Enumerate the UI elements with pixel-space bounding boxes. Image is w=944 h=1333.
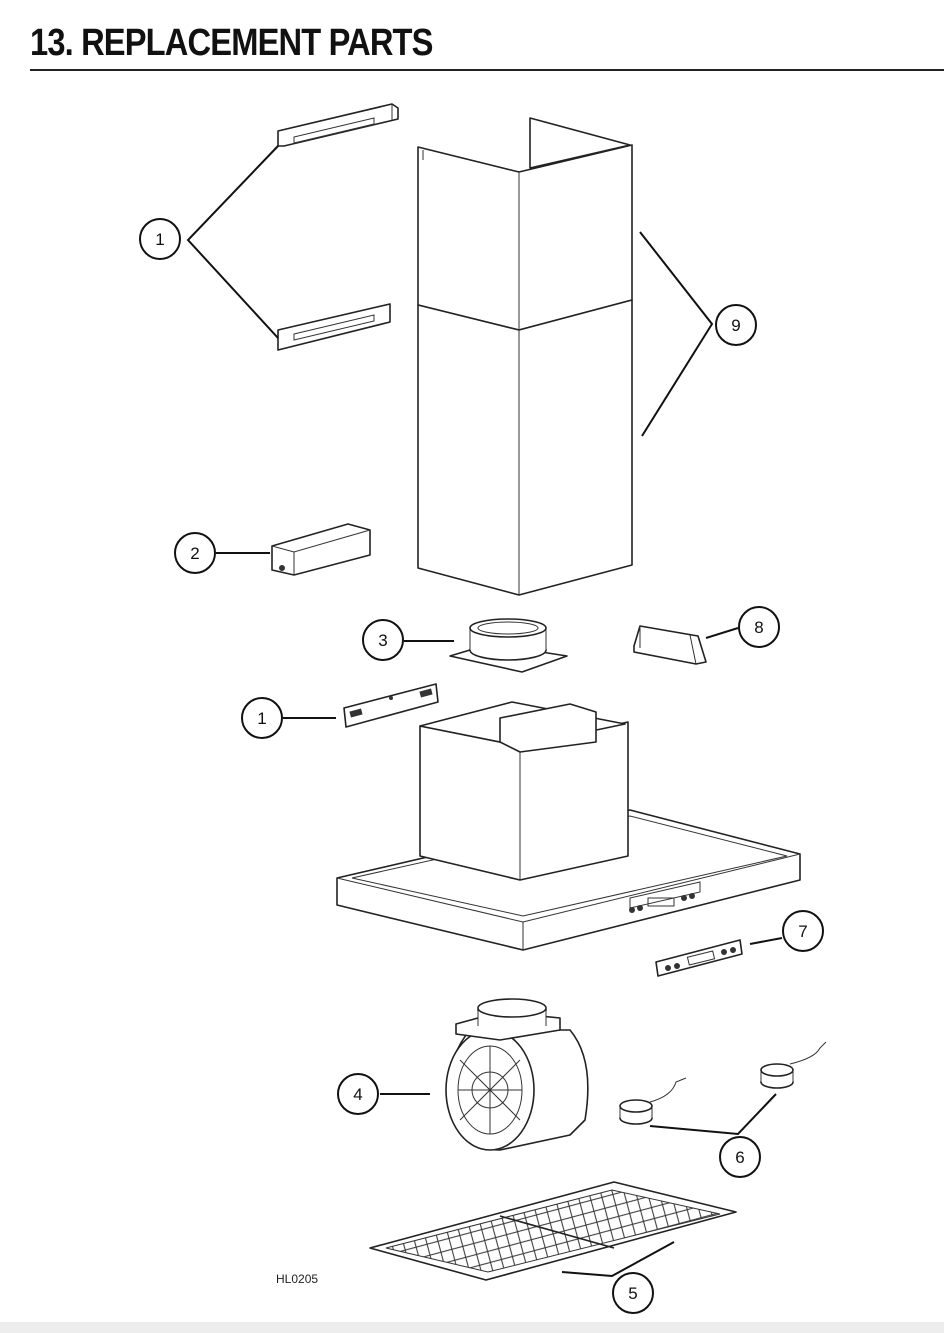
transformer-box xyxy=(271,523,371,576)
svg-text:5: 5 xyxy=(628,1284,637,1303)
page-bottom-edge xyxy=(0,1322,944,1333)
callout-8: 8 xyxy=(738,606,780,648)
callout-2: 2 xyxy=(174,532,216,574)
halogen-light-right xyxy=(760,1041,827,1089)
callout-1-upper: 1 xyxy=(139,218,181,260)
svg-text:9: 9 xyxy=(731,316,740,335)
upper-mounting-bracket xyxy=(277,103,399,147)
title-divider xyxy=(30,69,944,71)
svg-text:1: 1 xyxy=(257,709,266,728)
exhaust-flange xyxy=(449,618,568,673)
callout-5: 5 xyxy=(612,1272,654,1314)
callout-4: 4 xyxy=(337,1073,379,1115)
svg-text:3: 3 xyxy=(378,631,387,650)
blower-motor xyxy=(445,998,589,1151)
small-bracket xyxy=(633,625,707,665)
hood-body xyxy=(336,701,801,951)
callout-3: 3 xyxy=(362,619,404,661)
page-title: 13. REPLACEMENT PARTS xyxy=(30,22,433,64)
svg-text:6: 6 xyxy=(735,1148,744,1167)
svg-text:7: 7 xyxy=(798,922,807,941)
reference-code: HL0205 xyxy=(276,1272,318,1286)
svg-text:8: 8 xyxy=(754,618,763,637)
callout-1-lower: 1 xyxy=(241,697,283,739)
lower-mounting-bracket xyxy=(277,303,391,351)
svg-text:1: 1 xyxy=(155,230,164,249)
callout-7: 7 xyxy=(782,910,824,952)
chimney-cover xyxy=(417,117,633,596)
callout-9: 9 xyxy=(715,304,757,346)
control-panel xyxy=(655,939,743,977)
svg-text:4: 4 xyxy=(353,1085,362,1104)
grease-filter xyxy=(369,1181,737,1281)
svg-text:2: 2 xyxy=(190,544,199,563)
callout-6: 6 xyxy=(719,1136,761,1178)
hood-bracket xyxy=(343,683,439,728)
halogen-light-left xyxy=(619,1077,687,1125)
leader-lines xyxy=(186,145,783,1278)
